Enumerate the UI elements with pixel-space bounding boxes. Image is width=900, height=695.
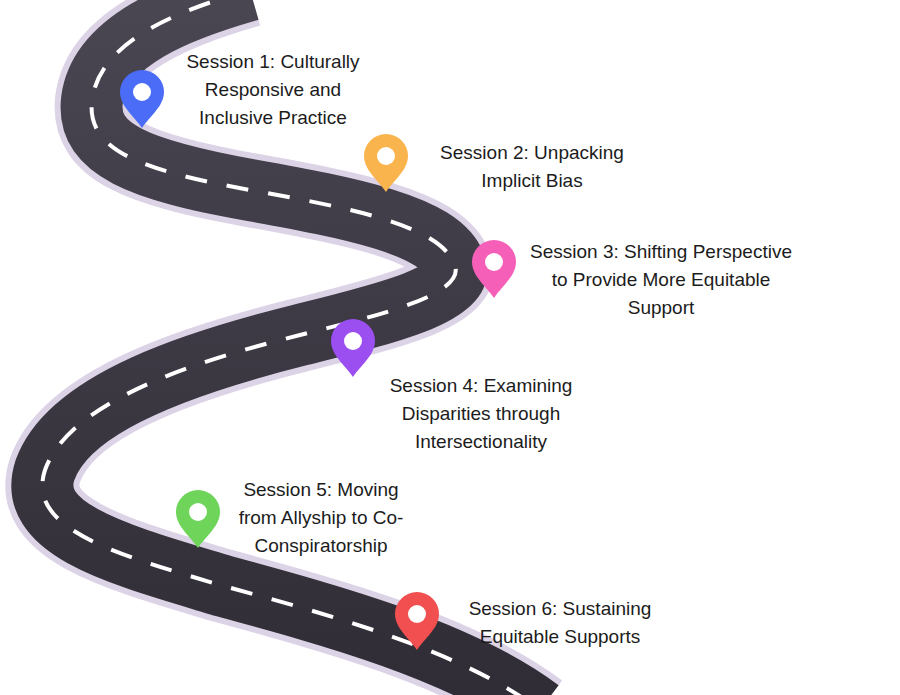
session-label: Session 6: Sustaining Equitable Supports: [445, 595, 675, 651]
map-pin: [364, 134, 408, 192]
map-pin: [395, 592, 439, 650]
road-edge: [42, 0, 540, 695]
map-pin: [176, 490, 220, 548]
map-pin: [120, 70, 164, 128]
road-center-line: [42, 0, 540, 695]
session-label: Session 5: Moving from Allyship to Co-Co…: [226, 476, 416, 560]
session-label: Session 1: Culturally Responsive and Inc…: [168, 48, 378, 132]
map-pin: [472, 240, 516, 298]
session-label: Session 4: Examining Disparities through…: [371, 372, 591, 456]
road-surface: [42, 0, 540, 695]
session-label: Session 3: Shifting Perspective to Provi…: [528, 238, 794, 322]
map-pin: [331, 319, 375, 377]
session-label: Session 2: Unpacking Implicit Bias: [422, 139, 642, 195]
